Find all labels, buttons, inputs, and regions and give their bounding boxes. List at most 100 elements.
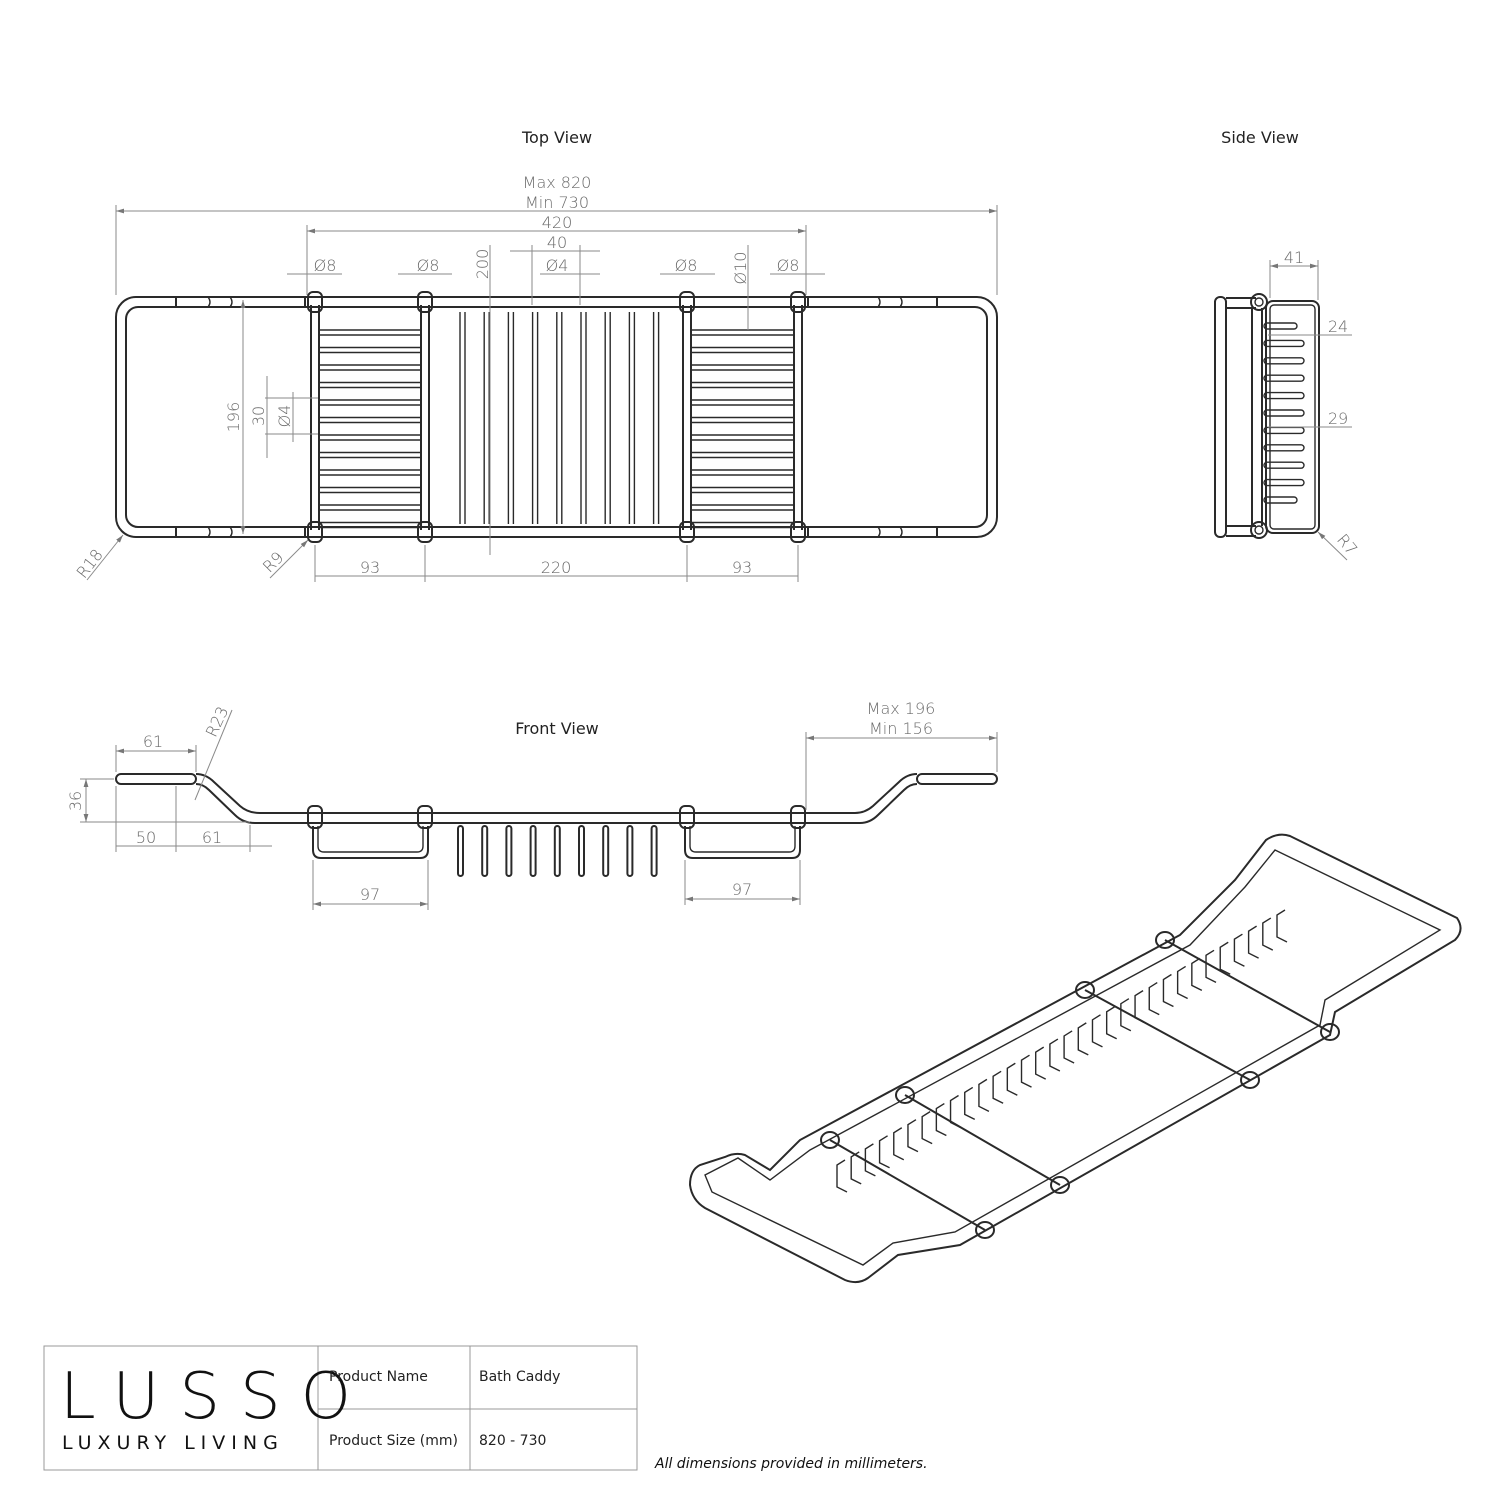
dim-dia-4: Ø4	[546, 256, 569, 275]
dim-width-196: 196	[224, 402, 243, 433]
iso-post	[1320, 1023, 1340, 1041]
iso-post	[820, 1131, 840, 1149]
dim-dia-10: Ø10	[731, 252, 750, 285]
front-bar	[457, 825, 464, 877]
side-slat	[1263, 409, 1305, 417]
dim-seg-93-left: 93	[360, 558, 380, 577]
dim-dia-4-slat: Ø4	[275, 405, 294, 428]
dim-front-max196: Max 196	[867, 699, 936, 718]
iso-slat	[1148, 981, 1160, 1016]
iso-slat	[921, 1111, 933, 1145]
dim-side-41: 41	[1284, 248, 1304, 267]
side-slat	[1263, 461, 1305, 469]
post-cap	[417, 291, 433, 313]
top-view: Top View Max 820 Min 730 420 40 Ø4 Ø8 Ø8…	[72, 128, 998, 582]
iso-slat	[1247, 925, 1259, 959]
post-cap	[307, 521, 323, 543]
iso-slat	[850, 1151, 862, 1185]
product-name-label: Product Name	[329, 1369, 428, 1385]
iso-slat	[907, 1119, 919, 1153]
post-cap	[679, 521, 695, 543]
iso-slat	[1205, 949, 1217, 983]
dim-max-length: Max 820	[523, 173, 592, 192]
iso-slat	[964, 1086, 976, 1121]
iso-post	[1050, 1176, 1070, 1194]
iso-slat	[992, 1070, 1004, 1104]
iso-slat	[1105, 1006, 1117, 1040]
front-post	[790, 805, 806, 829]
iso-slat	[1233, 933, 1245, 967]
iso-slat	[893, 1127, 905, 1161]
frame-joint-mark	[877, 526, 881, 538]
product-name-value: Bath Caddy	[479, 1369, 560, 1385]
iso-slat	[836, 1159, 848, 1193]
front-post	[679, 805, 695, 829]
dim-side-24: 24	[1328, 317, 1348, 336]
iso-slat	[1049, 1038, 1061, 1072]
iso-slat	[978, 1078, 990, 1112]
side-slat	[1263, 391, 1305, 400]
side-slat	[1263, 444, 1305, 452]
frame-joints	[175, 296, 938, 538]
dim-dia-8-c: Ø8	[675, 256, 698, 275]
dim-dia-8-a: Ø8	[314, 256, 337, 275]
iso-slat	[1091, 1014, 1103, 1048]
iso-slat	[935, 1102, 947, 1137]
dim-dia-8-d: Ø8	[777, 256, 800, 275]
side-slat	[1263, 322, 1298, 330]
dim-r9: R9	[259, 548, 287, 576]
frame-joint-mark	[229, 296, 233, 308]
brand-tagline: LUXURY LIVING	[62, 1432, 284, 1454]
side-slat	[1263, 496, 1298, 504]
side-slat	[1263, 339, 1305, 348]
dim-gap-40: 40	[547, 233, 567, 252]
front-bar	[602, 825, 610, 877]
product-size-label: Product Size (mm)	[329, 1433, 458, 1449]
dim-dia-8-b: Ø8	[417, 256, 440, 275]
iso-post	[1075, 981, 1095, 999]
side-slat	[1263, 478, 1305, 487]
dim-front-97-right: 97	[732, 880, 752, 899]
front-bar	[578, 825, 585, 877]
iso-slat	[1262, 917, 1274, 951]
title-block: LUSSO LUXURY LIVING Product Name Bath Ca…	[43, 1345, 638, 1471]
post-cap	[679, 291, 695, 313]
iso-slat	[1077, 1022, 1089, 1056]
dim-front-61: 61	[143, 732, 163, 751]
dim-basket-length: 420	[542, 213, 573, 232]
front-post	[307, 805, 323, 829]
side-view: Side View 41 24 29 R7	[1214, 128, 1361, 561]
iso-post	[895, 1086, 915, 1104]
dim-seg-220: 220	[541, 558, 572, 577]
frame-joint-mark	[207, 296, 211, 308]
post-cap	[307, 291, 323, 313]
iso-slat	[1134, 990, 1146, 1024]
post-cap	[790, 291, 806, 313]
frame-joint-mark	[899, 526, 903, 538]
iso-slat	[1162, 973, 1174, 1008]
product-size-value: 820 - 730	[479, 1433, 546, 1449]
side-slat	[1263, 357, 1305, 365]
side-view-title: Side View	[1221, 128, 1299, 147]
iso-slat	[1176, 965, 1188, 1000]
frame-outer	[115, 296, 998, 538]
dim-side-29: 29	[1328, 409, 1348, 428]
iso-slat	[949, 1094, 961, 1129]
dim-min-length: Min 730	[525, 193, 589, 212]
iso-slat	[1191, 957, 1203, 992]
front-view-title: Front View	[515, 719, 599, 738]
dim-r18: R18	[72, 545, 106, 582]
frame-joint-mark	[899, 296, 903, 308]
iso-slat	[1020, 1054, 1032, 1088]
dim-front-min156: Min 156	[869, 719, 933, 738]
iso-slat	[1063, 1030, 1075, 1064]
iso-post	[975, 1221, 995, 1239]
front-bar	[481, 825, 489, 877]
front-bar	[626, 825, 634, 877]
dim-seg-93-right: 93	[732, 558, 752, 577]
iso-slat	[1120, 998, 1132, 1032]
iso-slat	[878, 1135, 890, 1169]
dim-spacing-30: 30	[249, 406, 268, 426]
iso-slat	[1219, 941, 1231, 975]
